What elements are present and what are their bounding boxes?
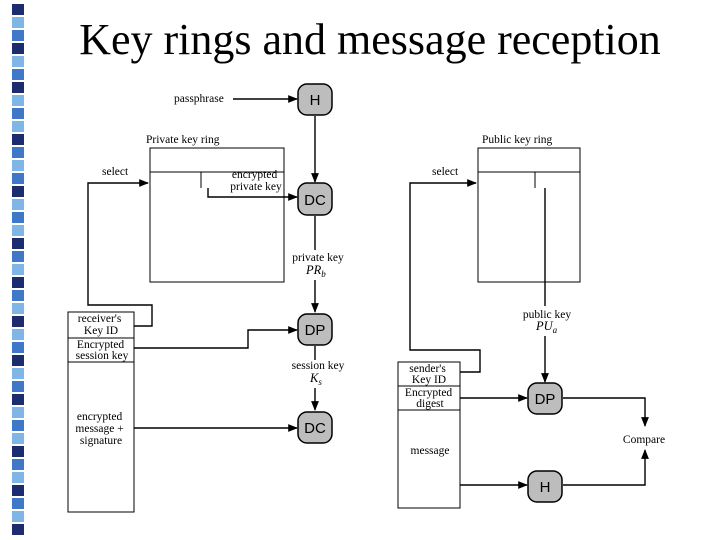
- private-key-ring: [149, 147, 285, 283]
- encrypted-digest-label: Encrypted digest: [405, 387, 455, 410]
- select-left-label: select: [102, 166, 129, 178]
- node-dc-bottom: DC: [297, 411, 333, 444]
- public-key-symbol: PUa: [535, 319, 558, 335]
- signed-message-box: [397, 361, 461, 509]
- node-dp-left: DP: [297, 313, 333, 346]
- svg-text:DC: DC: [304, 420, 326, 437]
- session-key-symbol: Ks: [309, 371, 322, 387]
- slide-title: Key rings and message reception: [79, 15, 661, 64]
- session-key-label: session key: [292, 360, 345, 372]
- connectors: [87, 95, 649, 489]
- node-dp-right: DP: [527, 382, 563, 415]
- receivers-key-id-label: receiver's Key ID: [78, 313, 124, 337]
- decorative-stripe: [0, 0, 30, 540]
- incoming-message-box: [67, 311, 135, 513]
- message-label: message: [411, 445, 450, 457]
- encrypted-message-signature-label: encrypted message + signature: [75, 411, 126, 447]
- node-dc-top: DC: [297, 182, 333, 216]
- svg-text:H: H: [310, 92, 321, 109]
- svg-text:DP: DP: [535, 391, 556, 408]
- node-h-top: H: [297, 83, 333, 116]
- svg-text:DP: DP: [305, 322, 326, 339]
- select-right-label: select: [432, 166, 459, 178]
- node-h-bottom: H: [527, 470, 563, 503]
- public-key-label: public key: [523, 309, 571, 321]
- encrypted-private-key-label: encrypted private key: [230, 169, 282, 193]
- passphrase-label: passphrase: [174, 93, 224, 105]
- svg-text:DC: DC: [304, 192, 326, 209]
- senders-key-id-label: sender's Key ID: [409, 363, 448, 386]
- private-key-symbol: PRb: [305, 263, 326, 279]
- encrypted-session-key-label: Encrypted session key: [76, 339, 129, 362]
- private-key-ring-label: Private key ring: [146, 134, 220, 146]
- svg-text:H: H: [540, 479, 551, 496]
- private-key-label: private key: [292, 252, 344, 264]
- compare-label: Compare: [623, 434, 665, 446]
- public-key-ring: [477, 147, 581, 283]
- public-key-ring-label: Public key ring: [482, 134, 553, 146]
